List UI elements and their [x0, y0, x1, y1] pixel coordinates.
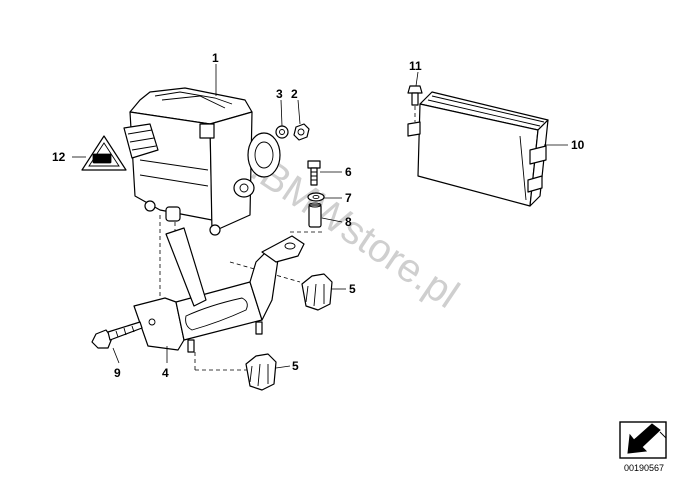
rubber-damper-upper[interactable]: [301, 273, 333, 311]
sleeve[interactable]: [308, 202, 322, 228]
warning-triangle-icon[interactable]: [81, 135, 127, 171]
callout-6: 6: [345, 165, 352, 179]
control-unit-bolt[interactable]: [407, 85, 423, 106]
document-number: 00190567: [624, 463, 664, 473]
bolt[interactable]: [91, 321, 143, 349]
bracket[interactable]: [133, 227, 305, 353]
callout-4: 4: [162, 366, 169, 380]
leader-11: [415, 71, 419, 87]
rubber-damper-lower[interactable]: [245, 353, 277, 391]
leader-9: [112, 347, 120, 364]
callout-12: 12: [52, 150, 66, 164]
callout-5-lower: 5: [292, 359, 299, 373]
small-washer[interactable]: [307, 192, 325, 202]
leader-8: [321, 217, 343, 223]
hydraulic-unit[interactable]: [123, 87, 281, 236]
callout-5-upper: 5: [349, 282, 356, 296]
callout-10: 10: [571, 138, 585, 152]
leader-3: [280, 99, 283, 127]
screw[interactable]: [307, 160, 321, 186]
callout-8: 8: [345, 215, 352, 229]
callout-1: 1: [212, 51, 219, 65]
callout-7: 7: [345, 191, 352, 205]
hex-nut[interactable]: [293, 123, 310, 141]
callout-9: 9: [114, 366, 121, 380]
callout-2: 2: [291, 87, 298, 101]
control-unit[interactable]: [407, 91, 549, 207]
leader-5b: [275, 365, 291, 369]
callout-3: 3: [276, 87, 283, 101]
arrow-down-left-icon[interactable]: [619, 421, 667, 459]
washer[interactable]: [275, 125, 289, 139]
leader-2: [297, 99, 301, 125]
callout-11: 11: [409, 59, 422, 73]
